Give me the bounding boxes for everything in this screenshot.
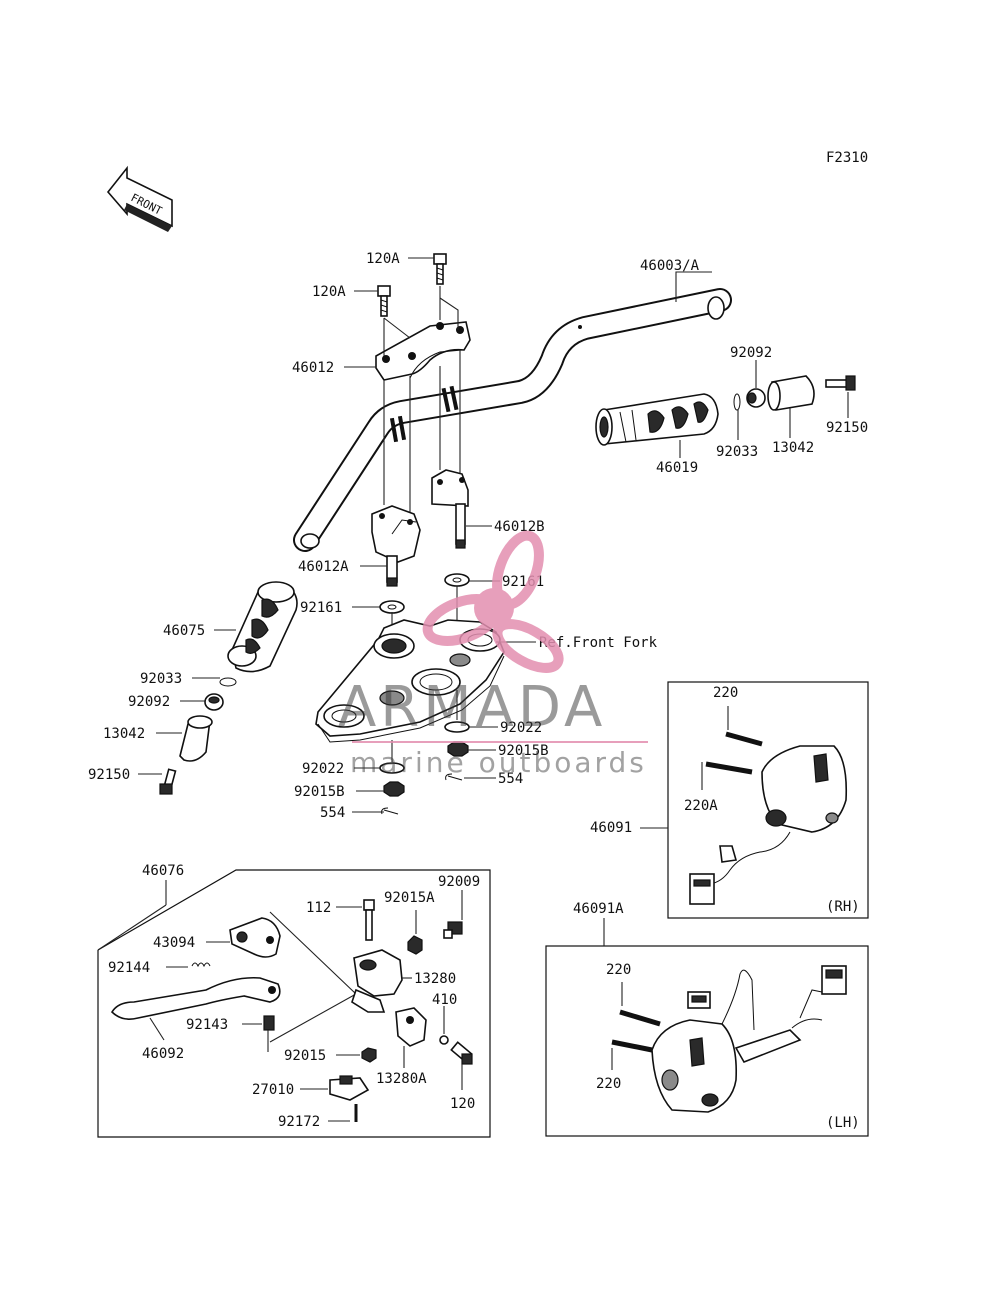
lh-switch-panel: 46091A 220 220 (LH) bbox=[545, 901, 869, 1137]
label-120a-1: 120A bbox=[366, 251, 400, 267]
label-lh: (LH) bbox=[826, 1115, 860, 1131]
label-92033-right: 92033 bbox=[716, 444, 758, 460]
washer-92161-left bbox=[379, 600, 405, 614]
label-112: 112 bbox=[306, 900, 331, 916]
handlebar bbox=[293, 288, 732, 552]
label-92092-right: 92092 bbox=[730, 345, 772, 361]
handlebar-clamp-lower-a bbox=[371, 505, 421, 587]
grip-left-46075 bbox=[227, 581, 298, 673]
cotter-pin-554-right bbox=[445, 773, 463, 781]
bolt-92150-right bbox=[825, 375, 856, 391]
label-92172: 92172 bbox=[278, 1114, 320, 1130]
label-46012a: 46012A bbox=[298, 559, 349, 575]
label-46012b: 46012B bbox=[494, 519, 545, 535]
label-46091: 46091 bbox=[590, 820, 632, 836]
label-13280: 13280 bbox=[414, 971, 456, 987]
nut-92015b-left bbox=[383, 781, 405, 797]
label-92143: 92143 bbox=[186, 1017, 228, 1033]
label-13042-left: 13042 bbox=[103, 726, 145, 742]
label-220-rh: 220 bbox=[713, 685, 738, 701]
watermark-brand: ARMADA bbox=[338, 675, 606, 740]
label-220-lh-1: 220 bbox=[606, 962, 631, 978]
leaders-top bbox=[138, 257, 849, 813]
label-92144: 92144 bbox=[108, 960, 150, 976]
label-410: 410 bbox=[432, 992, 457, 1008]
label-92033-left: 92033 bbox=[140, 671, 182, 687]
label-220a: 220A bbox=[684, 798, 718, 814]
bolt-92150-left bbox=[159, 768, 177, 795]
label-92009: 92009 bbox=[438, 874, 480, 890]
balancer-13042-left bbox=[179, 715, 213, 762]
label-92015: 92015 bbox=[284, 1048, 326, 1064]
handlebar-clamp-upper bbox=[375, 321, 471, 381]
damper-92092-left bbox=[204, 693, 224, 711]
label-13280a: 13280A bbox=[376, 1071, 427, 1087]
washer-92161-right bbox=[444, 573, 470, 587]
label-220-lh-2: 220 bbox=[596, 1076, 621, 1092]
watermark-logo: ARMADA marine outboards bbox=[338, 530, 648, 779]
label-92150-left: 92150 bbox=[88, 767, 130, 783]
guide-lines bbox=[383, 286, 461, 515]
label-554-right: 554 bbox=[498, 771, 523, 787]
label-92015b-left: 92015B bbox=[294, 784, 345, 800]
label-46019: 46019 bbox=[656, 460, 698, 476]
label-46091a: 46091A bbox=[573, 901, 624, 917]
label-rh: (RH) bbox=[826, 899, 860, 915]
label-46092: 46092 bbox=[142, 1046, 184, 1062]
circlip-92033-left bbox=[219, 677, 237, 687]
labels-top: 46003/A 120A 120A 46012 92092 92033 1304… bbox=[88, 251, 868, 821]
label-120a-2: 120A bbox=[312, 284, 346, 300]
label-13042-right: 13042 bbox=[772, 440, 814, 456]
front-arrow-icon: FRONT bbox=[106, 165, 173, 232]
label-92015b-right: 92015B bbox=[498, 743, 549, 759]
label-ref-front-fork: Ref.Front Fork bbox=[539, 635, 658, 651]
label-92092-left: 92092 bbox=[128, 694, 170, 710]
handlebar-clamp-lower-b bbox=[431, 469, 469, 549]
cotter-pin-554-left bbox=[381, 807, 399, 815]
label-27010: 27010 bbox=[252, 1082, 294, 1098]
bolt-120a-right bbox=[433, 253, 447, 285]
label-92022-left: 92022 bbox=[302, 761, 344, 777]
watermark-tagline: marine outboards bbox=[350, 746, 647, 779]
figure-code: F2310 bbox=[826, 150, 868, 166]
label-554-left: 554 bbox=[320, 805, 345, 821]
bolt-120a-left bbox=[377, 285, 391, 317]
label-120: 120 bbox=[450, 1096, 475, 1112]
label-46075: 46075 bbox=[163, 623, 205, 639]
label-46076: 46076 bbox=[142, 863, 184, 879]
label-92015a: 92015A bbox=[384, 890, 435, 906]
label-92161-left: 92161 bbox=[300, 600, 342, 616]
propeller-icon bbox=[422, 530, 564, 673]
circlip-92033-right bbox=[733, 393, 741, 411]
rh-switch-panel: (RH) 220 220A 46091 bbox=[590, 681, 869, 919]
label-46012: 46012 bbox=[292, 360, 334, 376]
lever-assembly-panel: 46076 43094 92144 46092 92143 112 bbox=[97, 863, 491, 1138]
damper-92092-right bbox=[746, 388, 766, 408]
balancer-13042-right bbox=[767, 375, 815, 411]
label-43094: 43094 bbox=[153, 935, 195, 951]
grip-right-46019 bbox=[595, 393, 719, 446]
label-46003a: 46003/A bbox=[640, 258, 700, 274]
label-92150-right: 92150 bbox=[826, 420, 868, 436]
label-92022-right: 92022 bbox=[500, 720, 542, 736]
